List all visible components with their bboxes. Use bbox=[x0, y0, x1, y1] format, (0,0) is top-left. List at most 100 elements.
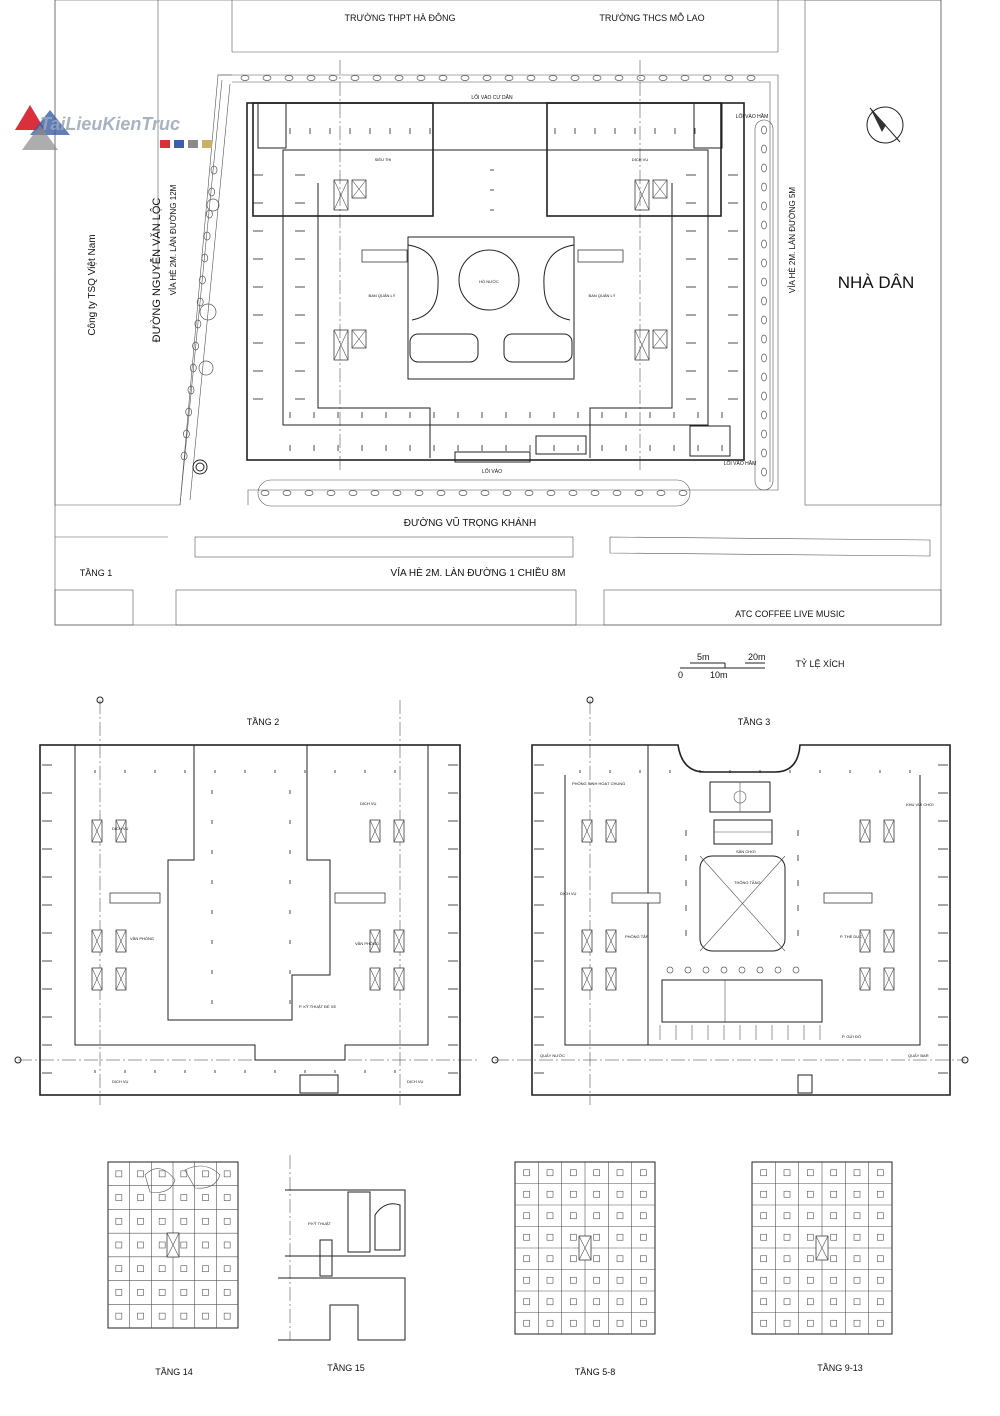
floor58-title: TẦNG 5-8 bbox=[575, 1367, 616, 1377]
tree-icon bbox=[702, 75, 712, 81]
tree-icon bbox=[658, 75, 668, 81]
tree-icon bbox=[680, 75, 690, 81]
furniture bbox=[137, 1312, 144, 1320]
floor-5-8-plan: TẦNG 5-8 bbox=[514, 1161, 656, 1377]
furniture bbox=[115, 1170, 123, 1178]
furniture bbox=[223, 1217, 231, 1225]
main-entrance-label: LỐI VÀO bbox=[482, 468, 502, 475]
furniture bbox=[570, 1319, 577, 1327]
fountain bbox=[458, 249, 520, 311]
furniture bbox=[202, 1241, 209, 1249]
tree-icon bbox=[262, 75, 272, 81]
left-street-label: ĐƯỜNG NGUYỄN VĂN LỘC bbox=[150, 198, 163, 343]
linework bbox=[115, 967, 127, 991]
furniture bbox=[223, 1312, 231, 1320]
linework bbox=[115, 819, 127, 843]
tree-icon bbox=[678, 490, 688, 496]
furniture bbox=[202, 1194, 209, 1201]
tree-icon bbox=[210, 165, 218, 175]
tree-icon bbox=[185, 407, 193, 417]
tree-icon bbox=[392, 490, 402, 496]
linework bbox=[393, 967, 405, 991]
linework bbox=[351, 179, 367, 199]
furniture bbox=[115, 1265, 123, 1273]
tree-icon bbox=[350, 75, 360, 81]
furniture bbox=[523, 1233, 530, 1241]
central-court bbox=[407, 236, 575, 380]
floor3-community: PHÒNG SINH HOẠT CHUNG bbox=[572, 781, 625, 786]
furniture bbox=[640, 1212, 647, 1220]
furniture bbox=[807, 1169, 814, 1177]
furniture bbox=[223, 1265, 231, 1273]
furniture bbox=[570, 1169, 577, 1177]
tree-icon bbox=[590, 490, 600, 496]
furniture bbox=[115, 1217, 123, 1225]
furniture bbox=[593, 1255, 600, 1263]
furniture bbox=[158, 1170, 166, 1178]
tree-icon bbox=[756, 966, 764, 974]
furniture bbox=[593, 1298, 600, 1306]
scale-label: TỶ LỆ XÍCH bbox=[795, 658, 844, 669]
linework bbox=[369, 819, 381, 843]
floor2-title: TẦNG 2 bbox=[247, 717, 280, 727]
right-lot bbox=[804, 0, 942, 506]
furniture bbox=[523, 1319, 530, 1327]
furniture bbox=[158, 1217, 166, 1225]
furniture bbox=[616, 1212, 624, 1220]
furniture bbox=[830, 1190, 837, 1198]
furniture bbox=[180, 1194, 188, 1201]
linework bbox=[578, 1235, 592, 1261]
furniture bbox=[807, 1255, 814, 1263]
scale-bar: 5m 20m 0 10m TỶ LỆ XÍCH bbox=[678, 652, 845, 680]
stair-block bbox=[361, 249, 408, 263]
furniture bbox=[783, 1319, 791, 1327]
stair-block bbox=[823, 892, 873, 904]
tree-icon bbox=[240, 75, 250, 81]
linework bbox=[581, 929, 593, 953]
furniture bbox=[616, 1233, 624, 1241]
furniture bbox=[640, 1319, 647, 1327]
parking-ring bbox=[246, 102, 745, 461]
north-arrow-icon bbox=[866, 106, 904, 144]
pool bbox=[661, 979, 823, 1023]
furniture bbox=[616, 1298, 624, 1306]
floor3-dv-left: DỊCH VỤ bbox=[560, 891, 577, 896]
furniture bbox=[760, 1190, 767, 1198]
furniture bbox=[593, 1169, 600, 1177]
furniture bbox=[570, 1298, 577, 1306]
furniture bbox=[616, 1169, 624, 1177]
basement-entry-label: LỐI VÀO HẦM bbox=[736, 113, 769, 120]
furniture bbox=[137, 1194, 144, 1201]
furniture bbox=[830, 1319, 837, 1327]
furniture bbox=[115, 1241, 123, 1249]
tree-icon bbox=[761, 296, 767, 306]
furniture bbox=[616, 1255, 624, 1263]
linework bbox=[883, 819, 895, 843]
linework bbox=[605, 929, 617, 953]
floor3-playground: SÂN CHƠI bbox=[736, 849, 756, 854]
tree-icon bbox=[761, 410, 767, 420]
tree-icon bbox=[326, 490, 336, 496]
tree-icon bbox=[636, 75, 646, 81]
tree-icon bbox=[348, 490, 358, 496]
furniture bbox=[593, 1190, 600, 1198]
linework bbox=[333, 179, 349, 211]
furniture bbox=[180, 1170, 188, 1178]
manager-right-label: BAN QUẢN LÝ bbox=[589, 293, 616, 298]
floor2-dv-left: DỊCH VỤ bbox=[112, 826, 129, 831]
floor15-title: TẦNG 15 bbox=[327, 1363, 365, 1373]
tree-icon bbox=[460, 75, 470, 81]
furniture bbox=[877, 1255, 884, 1263]
furniture bbox=[807, 1319, 814, 1327]
tree-icon bbox=[199, 303, 217, 321]
furniture bbox=[546, 1169, 554, 1177]
tree-icon bbox=[504, 75, 514, 81]
furniture bbox=[180, 1217, 188, 1225]
furniture bbox=[853, 1276, 861, 1284]
floor3-drinks-right: QUẦY BAR bbox=[908, 1053, 929, 1058]
furniture bbox=[570, 1190, 577, 1198]
furniture bbox=[546, 1298, 554, 1306]
tree-icon bbox=[328, 75, 338, 81]
furniture bbox=[830, 1276, 837, 1284]
tree-icon bbox=[761, 467, 767, 477]
